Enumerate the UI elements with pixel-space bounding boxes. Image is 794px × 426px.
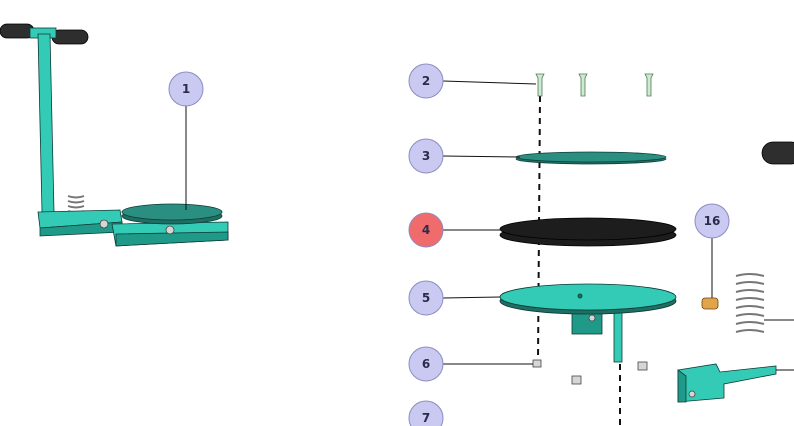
handle-grip-right (51, 29, 89, 45)
base-disc-hole (577, 293, 583, 299)
spring (735, 273, 765, 333)
callout-4: 4 (408, 212, 444, 248)
bracket (677, 363, 777, 403)
base-bolt (165, 225, 175, 235)
bracket-hole (688, 390, 696, 398)
leader-2 (442, 80, 537, 85)
shaft-block-hole (588, 314, 596, 322)
callout-1-label: 1 (182, 82, 190, 96)
leader-3 (442, 155, 521, 158)
callout-1: 1 (168, 71, 204, 107)
callout-7-label: 7 (422, 411, 430, 425)
callout-6: 6 (408, 346, 444, 382)
callout-4-circle (408, 212, 444, 248)
callout-5: 5 (408, 280, 444, 316)
callout-3: 3 (408, 138, 444, 174)
nut-3 (637, 361, 648, 371)
callout-7: 7 (408, 400, 444, 426)
callout-7-circle (408, 400, 444, 426)
screws (535, 73, 654, 97)
exploded-view (442, 73, 794, 426)
screw-2 (578, 73, 588, 97)
arm-bolt (99, 219, 109, 229)
callout-2-label: 2 (422, 74, 430, 88)
callout-3-circle (408, 138, 444, 174)
assembled-disc (121, 203, 223, 221)
callout-6-circle (408, 346, 444, 382)
bracket-side (677, 369, 687, 403)
nut-2 (571, 375, 582, 385)
callout-1-circle (168, 71, 204, 107)
callout-5-circle (408, 280, 444, 316)
assembled-spring (67, 195, 85, 214)
screw-3 (644, 73, 654, 97)
callout-4-label: 4 (422, 223, 430, 237)
base-plate-front (115, 231, 229, 247)
callout-16-label: 16 (704, 214, 721, 228)
handle-grip-far-right (761, 141, 794, 165)
screw-1 (535, 73, 545, 97)
bushing (701, 297, 719, 310)
base-disc (499, 283, 677, 311)
callout-3-label: 3 (422, 149, 430, 163)
callout-5-label: 5 (422, 291, 430, 305)
handle-post (37, 33, 55, 213)
callout-16: 16 (694, 203, 730, 239)
callout-6-label: 6 (422, 357, 430, 371)
callout-2-circle (408, 63, 444, 99)
leader-5 (442, 296, 501, 299)
handle-grip-left (0, 23, 35, 39)
black-disc (499, 217, 677, 241)
thin-plate (515, 151, 667, 163)
assembled-view (0, 23, 229, 247)
callout-16-circle (694, 203, 730, 239)
callout-2: 2 (408, 63, 444, 99)
nut-1 (532, 359, 542, 368)
